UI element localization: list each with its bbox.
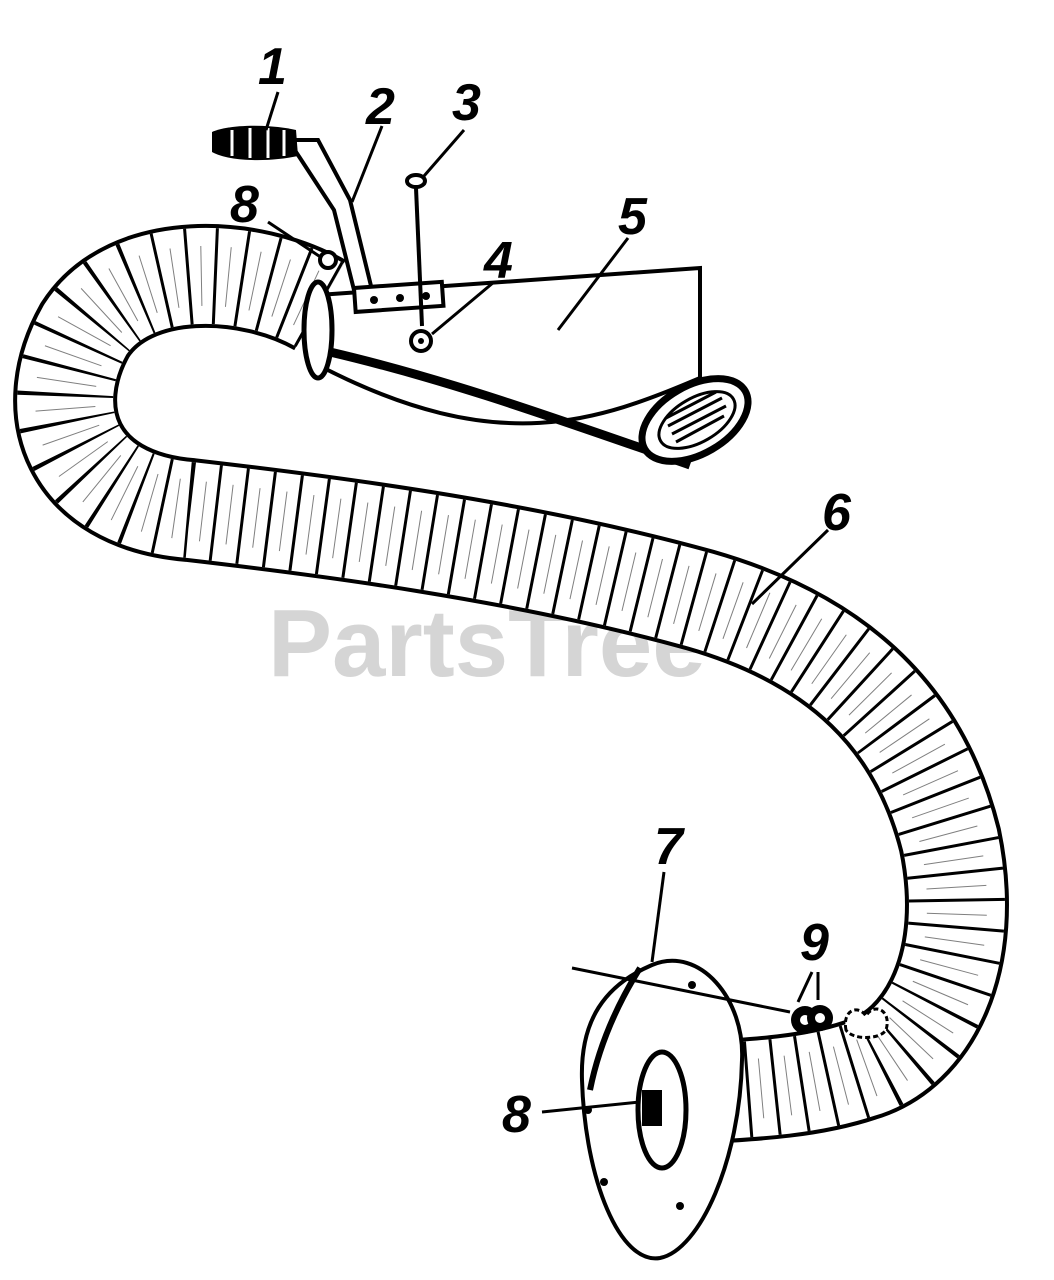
leader-3 <box>422 129 466 177</box>
callout-1: 1 <box>258 38 287 96</box>
hose-body <box>17 227 1005 1143</box>
plate-hole-bottom-right <box>676 1202 684 1210</box>
grip-ridges <box>230 128 286 158</box>
wing-nut <box>843 1007 889 1039</box>
screw-and-nut <box>405 173 433 353</box>
callout-7: 7 <box>654 818 685 876</box>
callout-5: 5 <box>618 188 648 246</box>
callout-3: 3 <box>452 74 481 132</box>
hose-clamp-ring-top <box>301 279 335 381</box>
leader-8a <box>267 220 323 260</box>
callout-8-bottom: 8 <box>502 1086 531 1144</box>
leader-5 <box>556 237 630 331</box>
leader-6 <box>750 528 830 606</box>
screw-shank <box>414 187 424 327</box>
leader-2 <box>350 125 384 203</box>
top-clamp-screw <box>318 250 338 270</box>
screw-head <box>405 173 427 189</box>
leader-8b <box>541 1100 641 1114</box>
leader-lines <box>264 91 830 1114</box>
callout-8-top: 8 <box>230 176 259 234</box>
leader-7 <box>650 871 666 963</box>
mounting-plate <box>571 958 791 1261</box>
mount-axis-line <box>571 966 791 1014</box>
callout-2: 2 <box>365 78 395 136</box>
leader-1 <box>264 91 280 131</box>
plate-hole-a <box>370 296 378 304</box>
leader-4 <box>431 280 495 336</box>
nut-small-hole <box>815 1013 825 1023</box>
nozzle-shadow-band <box>328 347 692 470</box>
plate-hole-b <box>396 294 404 302</box>
fasteners <box>791 1005 889 1039</box>
callout-labels: 1 2 3 4 5 6 7 8 8 9 <box>230 38 852 1144</box>
bottom-clamp <box>642 1090 662 1126</box>
plate-hole-bottom-left <box>600 1178 608 1186</box>
plate-hole-top <box>688 981 696 989</box>
callout-6: 6 <box>822 484 852 542</box>
leader-9a <box>796 971 814 1003</box>
plate-hole-c <box>422 292 430 300</box>
nut-hole <box>418 338 424 344</box>
flex-hose <box>13 223 1009 1147</box>
callout-9: 9 <box>800 914 829 972</box>
nozzle-screen-lines <box>665 390 727 444</box>
callout-4: 4 <box>483 232 513 290</box>
